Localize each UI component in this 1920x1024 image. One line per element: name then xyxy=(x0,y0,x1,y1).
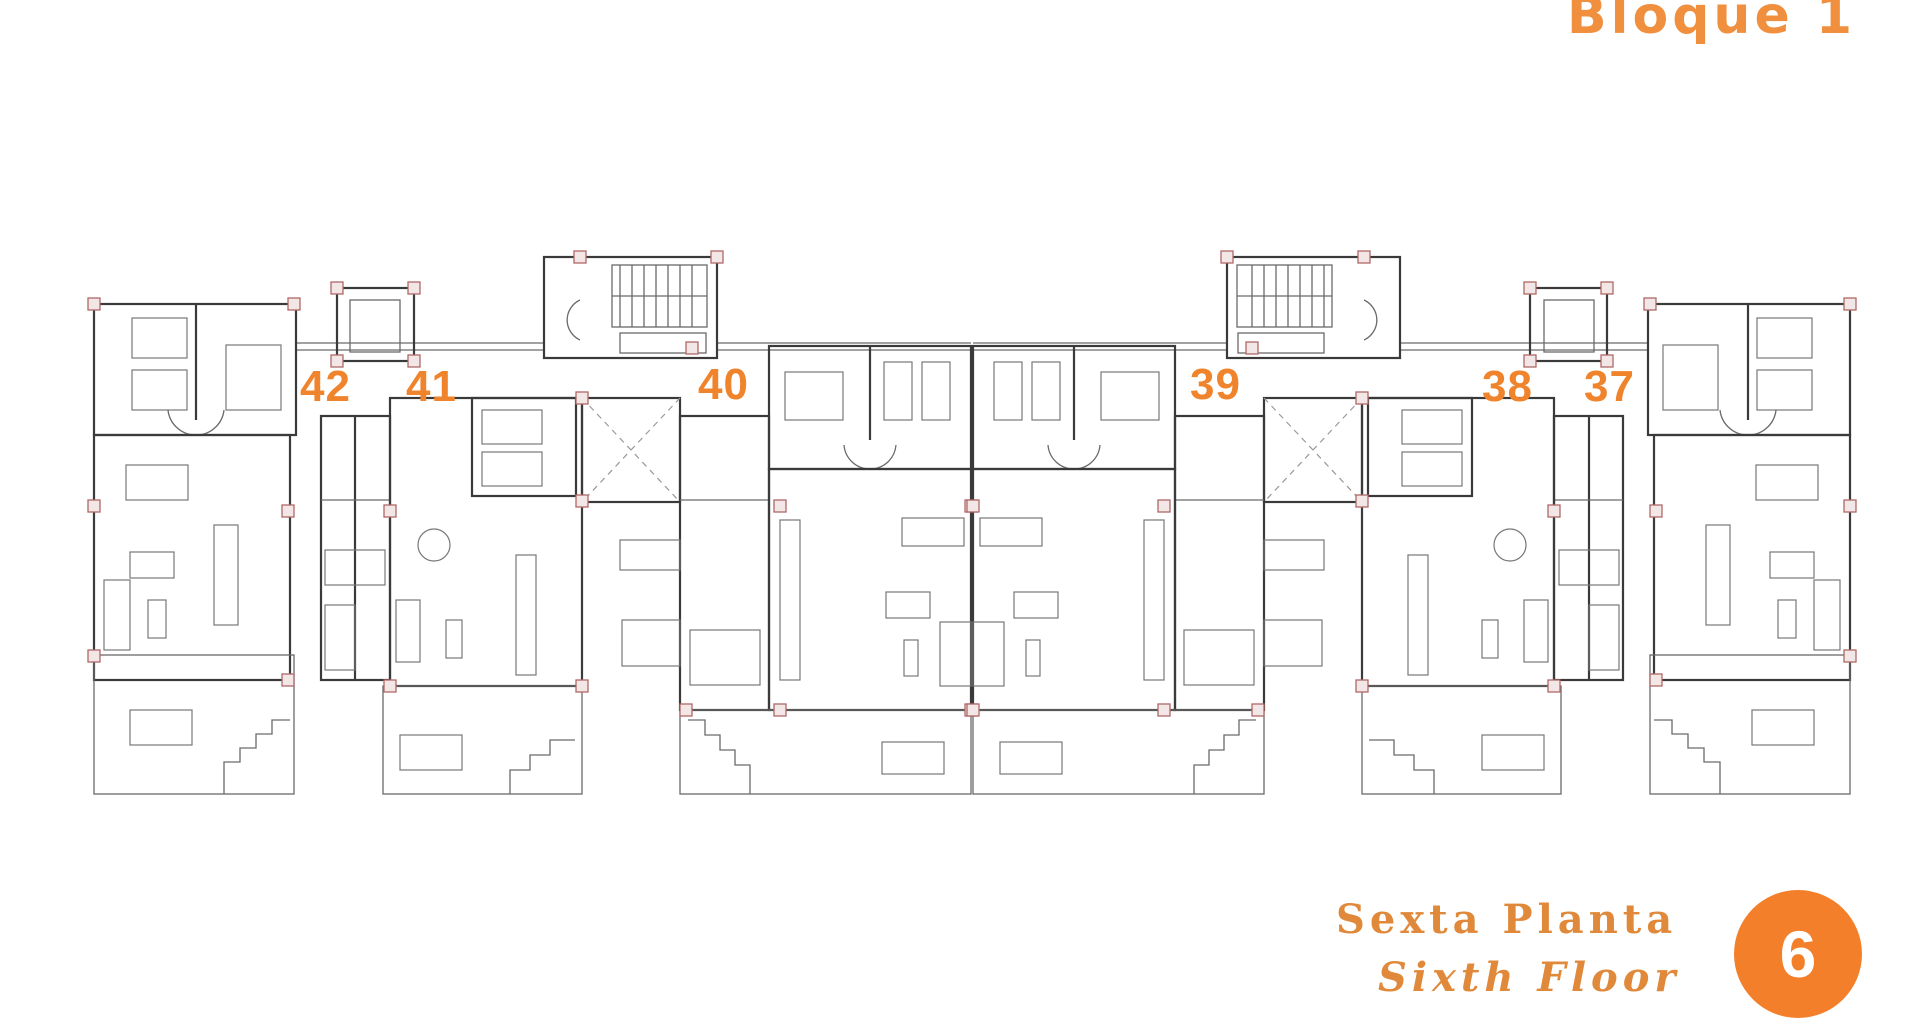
floor-name-spanish: Sexta Planta xyxy=(1336,896,1678,943)
unit-label-37: 37 xyxy=(1584,362,1635,411)
unit-label-42: 42 xyxy=(300,362,351,411)
plan-right-half xyxy=(965,249,1858,796)
unit-label-39: 39 xyxy=(1190,360,1241,409)
plan-left-half xyxy=(86,249,979,796)
floor-name-english: Sixth Floor xyxy=(1378,954,1681,1001)
unit-label-40: 40 xyxy=(698,360,749,409)
unit-label-41: 41 xyxy=(406,362,457,411)
unit-label-38: 38 xyxy=(1482,362,1533,411)
block-title: Bloque 1 xyxy=(1567,0,1856,46)
floor-number-badge: 6 xyxy=(1734,890,1862,1018)
